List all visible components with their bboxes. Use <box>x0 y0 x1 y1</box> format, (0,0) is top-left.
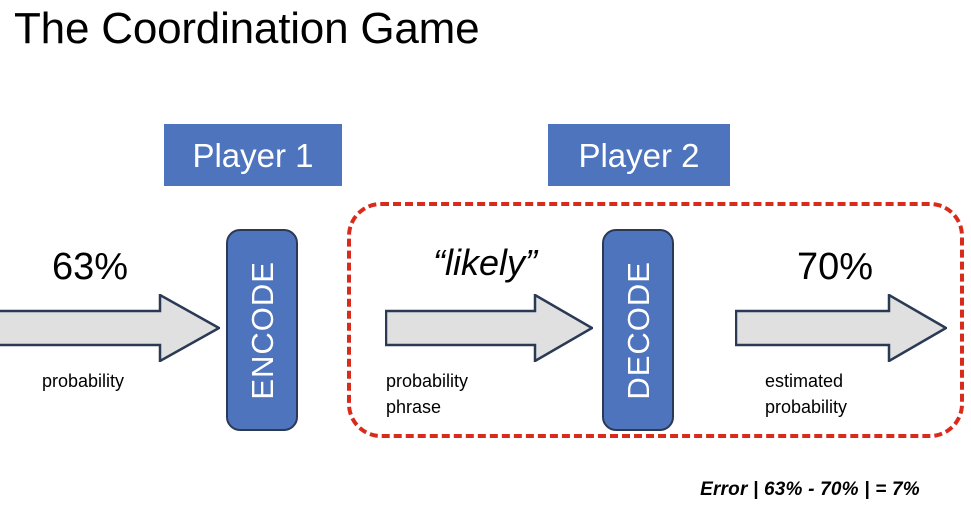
step-1-caption: probability <box>42 371 125 391</box>
error-formula: Error | 63% - 70% | = 7% <box>700 479 920 500</box>
player-1-label: Player 1 <box>192 136 314 174</box>
player-1-tag: Player 1 <box>164 124 342 186</box>
step-2-value: “likely” <box>433 242 537 283</box>
right-arrow-icon <box>0 294 220 362</box>
step-3-value: 70% <box>796 246 874 288</box>
right-arrow-icon <box>385 294 593 362</box>
step-3-caption-line-2: probability <box>765 397 848 417</box>
player-2-label: Player 2 <box>578 136 700 174</box>
decode-box[interactable]: DECODE <box>602 229 674 431</box>
step-3-caption-line-1: estimated <box>765 371 844 391</box>
player-2-scope-dashed-region <box>347 202 964 438</box>
step-1-value: 63% <box>51 246 129 288</box>
right-arrow-icon <box>735 294 947 362</box>
step-3-caption: estimated probability <box>765 368 955 420</box>
player-2-tag: Player 2 <box>548 124 730 186</box>
page-title: The Coordination Game <box>14 4 480 53</box>
step-2-caption-line-2: phrase <box>386 397 442 417</box>
encode-label: ENCODE <box>244 260 280 400</box>
step-2-caption-line-1: probability <box>386 371 469 391</box>
step-2-caption: probability phrase <box>386 368 566 420</box>
decode-label: DECODE <box>620 260 656 400</box>
encode-box[interactable]: ENCODE <box>226 229 298 431</box>
